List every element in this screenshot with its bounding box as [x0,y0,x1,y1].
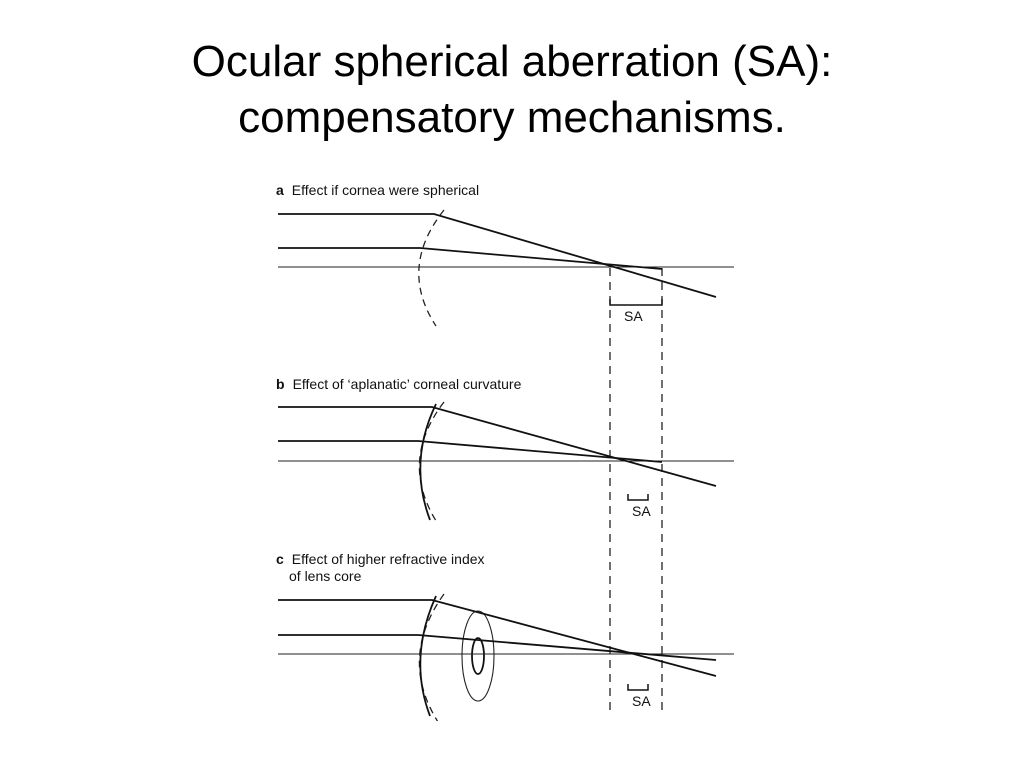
panel-a-sa-label: SA [624,308,643,324]
panel-b-cornea-spherical [418,401,445,525]
panel-c-lens-outer [461,610,495,702]
panel-c-sa-bracket [627,684,649,691]
panel-b-marginal-ray [278,406,717,487]
panel-c-paraxial-ray [278,634,717,661]
panel-c-cornea-spherical [418,593,445,721]
panel-a-marginal-ray [278,213,717,298]
slide-title: Ocular spherical aberration (SA): compen… [0,34,1024,146]
panel-a-sa-bracket [609,299,663,306]
panel-b-sa-bracket [627,494,649,501]
panel-b-sa-label: SA [632,503,651,519]
panel-c-cornea-aplanatic [419,595,437,717]
title-line-1: Ocular spherical aberration (SA): [191,37,833,86]
title-line-2: compensatory mechanisms. [238,93,786,142]
panel-b-cornea-aplanatic [419,403,437,521]
panel-a-cornea [418,209,445,327]
panel-b-paraxial-ray [278,440,663,463]
panel-a-paraxial-ray [278,247,663,270]
panel-c-marginal-ray [278,599,717,677]
panel-c-sa-label: SA [632,693,651,709]
panel-c-caption-line-2: of lens core [289,568,362,584]
panel-c-lens-core [471,637,485,675]
